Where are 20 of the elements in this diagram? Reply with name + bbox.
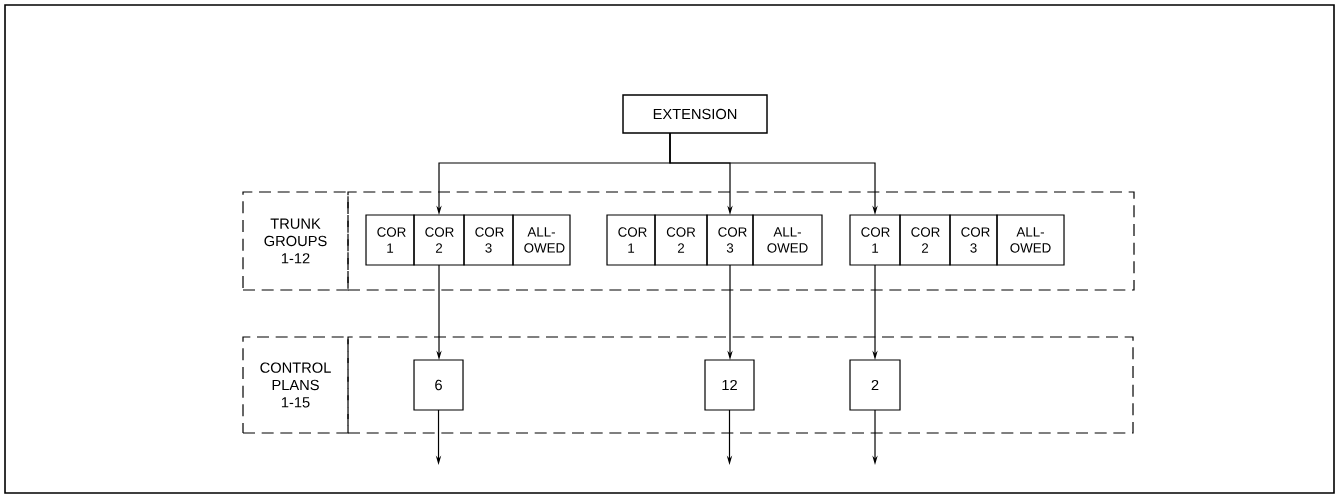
number-box: 6 [413, 359, 464, 411]
number-box: 2 [849, 359, 901, 411]
table-cell: COR 1 [365, 214, 415, 266]
dashed-band [347, 336, 1134, 434]
table-cell: COR 2 [654, 214, 708, 266]
table-cell: COR 2 [413, 214, 465, 266]
group-label: CONTROL PLANS 1-15 [242, 336, 349, 434]
table-cell: ALL- OWED [752, 214, 823, 266]
table-cell: ALL- OWED [996, 214, 1065, 266]
table-cell: ALL- OWED [512, 214, 571, 266]
process-box: EXTENSION [622, 94, 768, 134]
table-cell: COR 1 [849, 214, 901, 266]
table-cell: COR 3 [949, 214, 998, 266]
table-cell: COR 2 [899, 214, 951, 266]
table-cell: COR 1 [606, 214, 656, 266]
table-cell: COR 3 [463, 214, 514, 266]
dashed-band [347, 191, 1135, 291]
table-cell: COR 3 [706, 214, 754, 266]
group-label: TRUNK GROUPS 1-12 [242, 191, 349, 291]
number-box: 12 [704, 359, 755, 411]
